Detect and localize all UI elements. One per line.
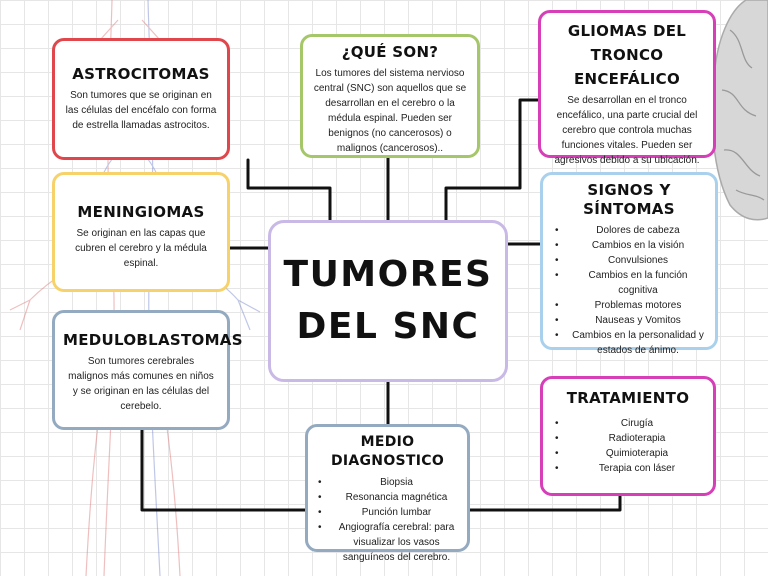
gliomas-card: GLIOMAS DEL TRONCO ENCEFÁLICO Se desarro… bbox=[538, 10, 716, 166]
meningiomas-body: Se originan en las capas que cubren el c… bbox=[75, 228, 207, 269]
que-son-card: ¿QUÉ SON? Los tumores del sistema nervio… bbox=[300, 34, 480, 158]
list-item: Cambios en la función cognitiva bbox=[551, 268, 707, 298]
astrocitomas-card: ASTROCITOMAS Son tumores que se originan… bbox=[52, 38, 230, 160]
central-topic-title: TUMORES DEL SNC bbox=[283, 254, 493, 347]
list-item: Terapia con láser bbox=[551, 461, 705, 476]
list-item: Radioterapia bbox=[551, 431, 705, 446]
list-item: Convulsiones bbox=[551, 253, 707, 268]
signos-title: SIGNOS Y SÍNTOMAS bbox=[583, 181, 675, 218]
list-item: Nauseas y Vomitos bbox=[551, 313, 707, 328]
list-item: Biopsia bbox=[314, 475, 461, 490]
central-topic-card: TUMORES DEL SNC bbox=[268, 220, 508, 382]
list-item: Problemas motores bbox=[551, 298, 707, 313]
tratamiento-list: Cirugía Radioterapia Quimioterapia Terap… bbox=[551, 416, 705, 476]
que-son-title: ¿QUÉ SON? bbox=[341, 43, 439, 61]
signos-list: Dolores de cabeza Cambios en la visión C… bbox=[551, 223, 707, 358]
connector-gliomas bbox=[444, 98, 540, 222]
list-item: Cambios en la personalidad y estados de … bbox=[551, 328, 707, 358]
astrocitomas-body: Son tumores que se originan en las célul… bbox=[65, 90, 217, 131]
list-item: Punción lumbar bbox=[314, 505, 461, 520]
meduloblastomas-body: Son tumores cerebrales malignos más comu… bbox=[68, 356, 214, 412]
astrocitomas-title: ASTROCITOMAS bbox=[72, 65, 210, 83]
meningiomas-title: MENINGIOMAS bbox=[77, 203, 205, 221]
tratamiento-title: TRATAMIENTO bbox=[566, 389, 690, 407]
list-item: Quimioterapia bbox=[551, 446, 705, 461]
connector-tratamiento bbox=[468, 494, 622, 512]
diagnostico-title: MEDIO DIAGNOSTICO bbox=[330, 434, 445, 469]
meningiomas-card: MENINGIOMAS Se originan en las capas que… bbox=[52, 172, 230, 292]
gliomas-title: GLIOMAS DEL TRONCO ENCEFÁLICO bbox=[567, 22, 687, 88]
signos-card: SIGNOS Y SÍNTOMAS Dolores de cabeza Camb… bbox=[540, 172, 718, 356]
list-item: Angiografía cerebral: para visualizar lo… bbox=[314, 520, 461, 565]
connector-meduloblastomas bbox=[140, 428, 307, 512]
connector-astrocitomas bbox=[246, 158, 332, 222]
diagnostico-list: Biopsia Resonancia magnética Punción lum… bbox=[314, 475, 461, 565]
list-item: Dolores de cabeza bbox=[551, 223, 707, 238]
que-son-body: Los tumores del sistema nervioso central… bbox=[313, 68, 467, 154]
tratamiento-card: TRATAMIENTO Cirugía Radioterapia Quimiot… bbox=[540, 376, 716, 496]
meduloblastomas-title: MEDULOBLASTOMAS bbox=[63, 331, 243, 349]
meduloblastomas-card: MEDULOBLASTOMAS Son tumores cerebrales m… bbox=[52, 310, 243, 430]
gliomas-body: Se desarrollan en el tronco encefálico, … bbox=[554, 95, 700, 166]
diagnostico-card: MEDIO DIAGNOSTICO Biopsia Resonancia mag… bbox=[305, 424, 470, 563]
list-item: Cambios en la visión bbox=[551, 238, 707, 253]
list-item: Resonancia magnética bbox=[314, 490, 461, 505]
list-item: Cirugía bbox=[551, 416, 705, 431]
